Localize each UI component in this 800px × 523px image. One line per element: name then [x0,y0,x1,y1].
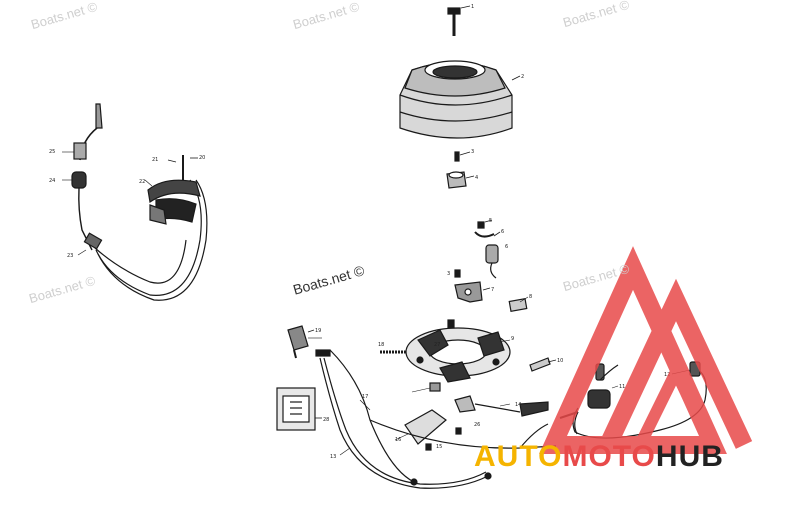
callout-number: 2 [521,74,524,80]
callout-number: 19 [315,328,321,334]
callout-number: 17 [362,394,368,400]
small-screws-parts [474,219,501,279]
callout-numbers: 1 2 3 4 5 6 6 3 7 8 9 10 11 12 13 14 15 … [49,4,670,460]
callout-number: 14 [515,402,521,408]
logo-part-moto: MOTO [562,440,656,473]
rectifier-box-part [276,387,322,431]
callout-number: 26 [474,422,480,428]
callout-number: 11 [619,384,625,390]
callout-number: 15 [436,444,442,450]
flywheel-part [399,60,521,139]
callout-number: 7 [491,287,494,293]
callout-number: 6 [505,244,508,250]
logo-part-hub: HUB [655,440,724,473]
callout-number: 4 [475,175,478,181]
callout-number: 18 [378,342,384,348]
left-cable-assembly [71,103,208,301]
screw-part [447,5,471,36]
ignition-coil-part [559,361,707,439]
callout-number: 10 [557,358,563,364]
wire-harness-part [315,349,557,489]
callout-number: 1 [471,4,474,10]
stator-plate-part [380,319,511,383]
coil-assembly-part [454,269,491,303]
callout-number: 23 [67,253,73,259]
callout-number: 24 [49,178,55,184]
callout-number: 21 [152,157,158,163]
callout-number: 27 [434,342,440,348]
callout-number: 8 [529,294,532,300]
callout-number: 12 [664,372,670,378]
key-and-nut-parts [446,151,475,189]
callout-number: 3 [471,149,474,155]
callout-number: 16 [395,437,401,443]
callout-number: 6 [501,229,504,235]
callout-number: 20 [199,155,205,161]
callout-number: 13 [330,454,336,460]
callout-number: 22 [139,179,145,185]
callout-number: 28 [323,417,329,423]
clip-and-bracket-parts [429,382,549,417]
automotohub-logo-wordmark: AUTOMOTOHUB [474,440,724,474]
left-trigger-assembly [147,155,201,225]
callout-number: 9 [511,336,514,342]
callout-number: 5 [489,218,492,224]
logo-part-auto: AUTO [474,440,563,473]
automotohub-logo-mark [539,246,753,454]
callout-number: 25 [49,149,55,155]
callout-number: 3 [447,271,450,277]
connector-part [287,325,315,359]
